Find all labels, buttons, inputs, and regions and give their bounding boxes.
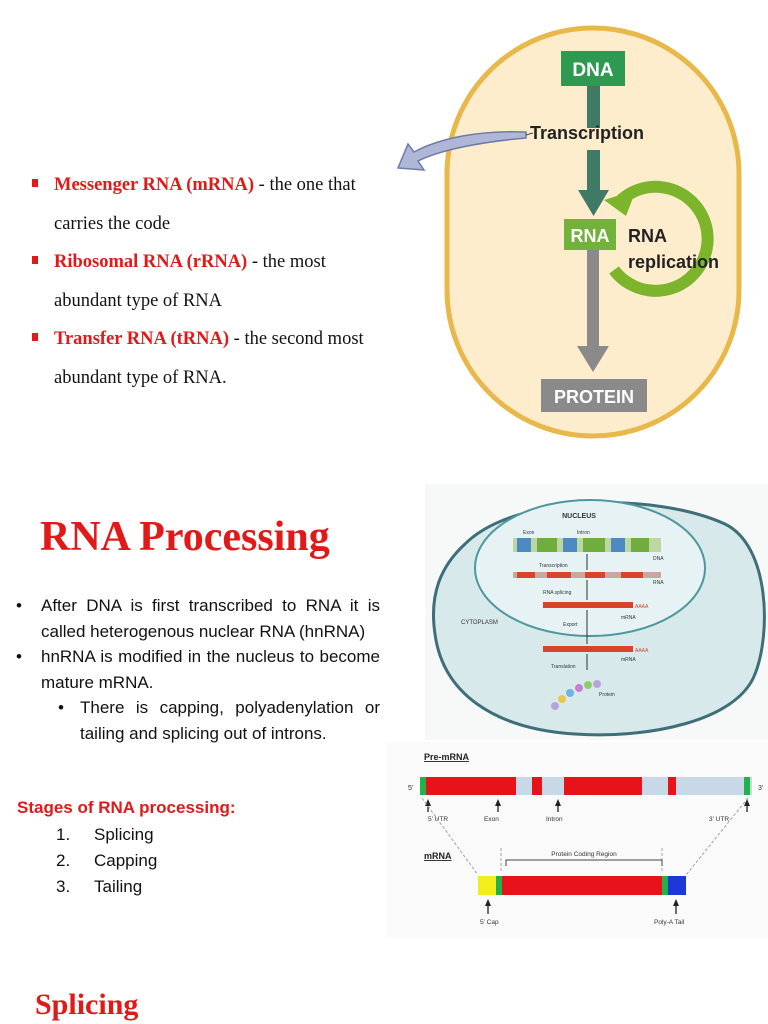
stages-list: 1.Splicing 2.Capping 3.Tailing	[56, 822, 157, 899]
protein-box	[541, 379, 647, 412]
stage-item: 1.Splicing	[56, 825, 154, 844]
svg-text:Intron: Intron	[577, 530, 590, 536]
pre-mrna-pointers	[425, 799, 750, 812]
arrow-down-icon	[578, 190, 609, 216]
svg-text:RNA splicing: RNA splicing	[543, 590, 572, 596]
processing-sub-bullet: •There is capping, polyadenylation or ta…	[14, 695, 380, 746]
coding-region-bracket	[505, 859, 663, 866]
bullet-dot-icon: •	[58, 698, 64, 717]
processing-bullet: •hnRNA is modified in the nucleus to bec…	[14, 644, 380, 695]
svg-text:mRNA: mRNA	[621, 657, 636, 663]
section-title: RNA Processing	[40, 514, 330, 560]
rna-types-list: Messenger RNA (mRNA) - the one that carr…	[32, 166, 377, 397]
rna-type-desc: - the second most abundant type of RNA.	[54, 329, 364, 388]
central-dogma-diagram: DNA Transcription RNA RNA replication PR…	[396, 25, 742, 439]
dna-helix	[517, 538, 649, 552]
bullet-dot-icon: •	[16, 647, 22, 666]
cytoplasm-mrna-strip	[543, 646, 633, 652]
mature-mrna-bar	[478, 876, 686, 895]
svg-text:Poly-A Tail: Poly-A Tail	[654, 919, 685, 926]
svg-text:3' UTR: 3' UTR	[709, 816, 729, 823]
rna-label: RNA	[571, 226, 610, 246]
replication-arrowhead-icon	[604, 190, 636, 216]
mrna-label: mRNA	[424, 851, 452, 861]
svg-text:AAAA: AAAA	[635, 648, 649, 654]
stage-item: 2.Capping	[56, 850, 158, 870]
processing-bullets: •After DNA is first transcribed to RNA i…	[14, 593, 380, 746]
bullet-square-icon	[32, 333, 38, 341]
rna-type-term: Transfer RNA (tRNA)	[54, 329, 230, 349]
svg-text:3': 3'	[758, 785, 763, 792]
svg-text:Protein: Protein	[599, 692, 615, 698]
svg-text:DNA: DNA	[653, 556, 664, 562]
stage-item: 3.Tailing	[56, 876, 143, 896]
pre-mrna-diagram: Pre-mRNA 5' 3' 5' UTR Exon Intron 3' UTR…	[386, 742, 768, 938]
pointer-arrow-icon	[396, 130, 527, 171]
cell-processing-diagram: NUCLEUS Exon Intron DNA Transcription RN…	[425, 484, 768, 740]
rna-type-term: Ribosomal RNA (rRNA)	[54, 252, 248, 272]
svg-text:Export: Export	[563, 622, 578, 628]
pre-mrna-bar	[420, 777, 752, 795]
svg-text:5' Cap: 5' Cap	[480, 919, 499, 926]
bullet-square-icon	[32, 256, 38, 264]
svg-text:mRNA: mRNA	[621, 615, 636, 621]
dna-label: DNA	[572, 60, 613, 81]
svg-text:Exon: Exon	[484, 816, 499, 823]
rna-type-item: Ribosomal RNA (rRNA) - the most abundant…	[32, 243, 377, 320]
cytoplasm-label: CYTOPLASM	[461, 620, 498, 626]
svg-text:Transcription: Transcription	[539, 563, 568, 569]
protein-beads	[551, 680, 601, 710]
splicing-title: Splicing	[35, 988, 139, 1021]
stages-heading: Stages of RNA processing:	[17, 798, 236, 817]
svg-text:Intron: Intron	[546, 816, 563, 823]
rna-type-desc: - the one that carries the code	[54, 175, 356, 234]
mrna-pointers	[485, 899, 679, 914]
rna-box	[564, 219, 616, 250]
rna-type-item: Messenger RNA (mRNA) - the one that carr…	[32, 166, 377, 243]
processing-bullet: •After DNA is first transcribed to RNA i…	[14, 593, 380, 644]
svg-text:Exon: Exon	[523, 530, 535, 536]
rna-type-desc: - the most abundant type of RNA	[54, 252, 326, 311]
dna-box	[561, 51, 625, 86]
rna-arrow-shaft	[587, 250, 599, 346]
svg-text:Protein Coding Region: Protein Coding Region	[551, 851, 617, 858]
svg-text:RNA: RNA	[653, 580, 664, 586]
pre-mrna-label: Pre-mRNA	[424, 752, 470, 762]
nucleus-label: NUCLEUS	[562, 513, 596, 520]
rna-type-item: Transfer RNA (tRNA) - the second most ab…	[32, 320, 377, 397]
rna-replication-label-2: replication	[628, 252, 719, 272]
arrow-down-icon	[577, 346, 609, 372]
svg-text:Translation: Translation	[551, 664, 576, 670]
dna-arrow-shaft	[587, 86, 600, 128]
figure-background	[386, 742, 768, 938]
rna-replication-label-1: RNA	[628, 226, 667, 246]
dna-arrow-shaft	[587, 150, 600, 190]
replication-arc	[609, 180, 714, 297]
rna-type-term: Messenger RNA (mRNA)	[54, 175, 255, 195]
transcription-label: Transcription	[530, 123, 644, 143]
pre-mrna-strip	[513, 572, 661, 578]
bullet-square-icon	[32, 179, 38, 187]
svg-text:AAAA: AAAA	[635, 604, 649, 610]
protein-label: PROTEIN	[554, 387, 634, 407]
mrna-strip	[543, 602, 633, 608]
bullet-dot-icon: •	[16, 596, 22, 615]
svg-text:5': 5'	[408, 785, 413, 792]
nucleus-membrane	[474, 499, 706, 637]
